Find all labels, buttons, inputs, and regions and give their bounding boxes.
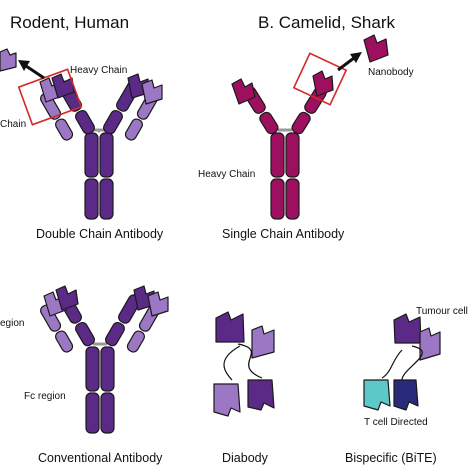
label-nanobody: Nanobody [368, 67, 414, 78]
single-chain-antibody [231, 52, 348, 220]
label-heavy-chain: Heavy Chain [70, 65, 127, 76]
arrow-left-up-icon [18, 60, 45, 80]
label-tumour-cell: Tumour cell [416, 306, 468, 317]
conventional-antibody [40, 285, 169, 434]
heading-camelid-shark: B. Camelid, Shark [258, 13, 395, 32]
bispecific-bite [363, 313, 441, 411]
double-chain-antibody [17, 68, 163, 220]
label-t-cell-directed: T cell Directed [364, 417, 428, 428]
heading-rodent-human: Rodent, Human [10, 13, 129, 32]
label-heavy-chain-camelid: Heavy Chain [198, 169, 255, 180]
label-fc-region: Fc region [24, 391, 66, 402]
diabody [213, 311, 275, 417]
caption-conventional: Conventional Antibody [38, 451, 163, 465]
caption-single-chain: Single Chain Antibody [222, 227, 345, 241]
nanobody-shape [363, 34, 389, 63]
fab-fragment [0, 48, 17, 72]
label-chain: Chain [0, 119, 26, 130]
caption-diabody: Diabody [222, 451, 269, 465]
arrow-right-up-icon [337, 52, 362, 72]
caption-double-chain: Double Chain Antibody [36, 227, 164, 241]
caption-bispecific: Bispecific (BiTE) [345, 451, 437, 465]
label-region: egion [0, 318, 24, 329]
highlight-box-vhh [292, 52, 348, 106]
